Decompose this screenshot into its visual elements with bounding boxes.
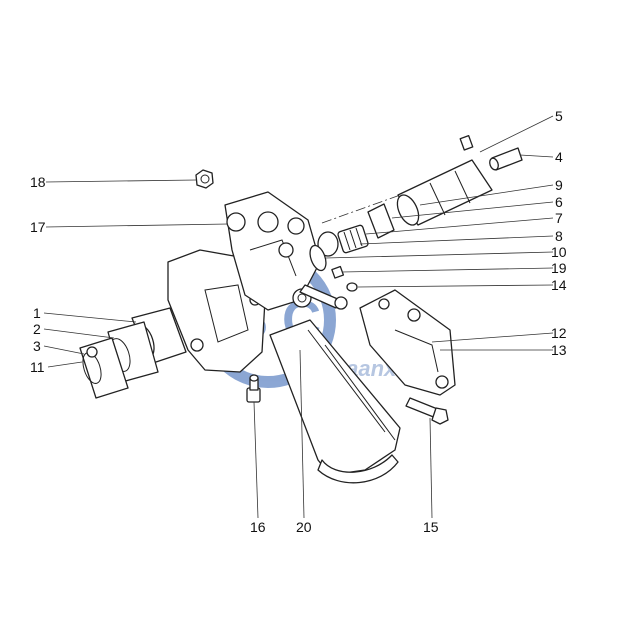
spline-nut-assembly <box>317 203 395 257</box>
middle-bolt <box>299 284 348 310</box>
callout-8: 8 <box>555 228 563 244</box>
callout-14: 14 <box>551 277 567 293</box>
ring-10 <box>309 244 327 272</box>
callout-16: 16 <box>250 519 266 535</box>
top-cover-block <box>224 191 321 311</box>
callout-20: 20 <box>296 519 312 535</box>
pin-4 <box>489 147 523 171</box>
callout-11: 11 <box>30 359 45 375</box>
nut-18 <box>195 169 214 189</box>
cap-5 <box>459 135 474 151</box>
callout-7: 7 <box>555 210 563 226</box>
callout-4: 4 <box>555 149 563 165</box>
bolt-16 <box>246 374 261 403</box>
callout-3: 3 <box>33 338 41 354</box>
callout-9: 9 <box>555 177 563 193</box>
callout-17: 17 <box>30 219 46 235</box>
callout-2: 2 <box>33 321 41 337</box>
callout-10: 10 <box>551 244 567 260</box>
steering-gear-housing <box>269 319 401 484</box>
callout-12: 12 <box>551 325 567 341</box>
callout-18: 18 <box>30 174 46 190</box>
bolt-15 <box>405 397 449 425</box>
callout-5: 5 <box>555 108 563 124</box>
callout-1: 1 <box>33 305 41 321</box>
cylinder-9 <box>396 159 493 226</box>
cover-plate <box>359 289 456 396</box>
callout-19: 19 <box>551 260 567 276</box>
callout-13: 13 <box>551 342 567 358</box>
left-bearing-stack <box>79 307 187 399</box>
pin-19 <box>331 265 345 279</box>
callout-6: 6 <box>555 194 563 210</box>
plug-14 <box>346 282 358 292</box>
leader-lines <box>43 115 554 519</box>
callout-15: 15 <box>423 519 439 535</box>
